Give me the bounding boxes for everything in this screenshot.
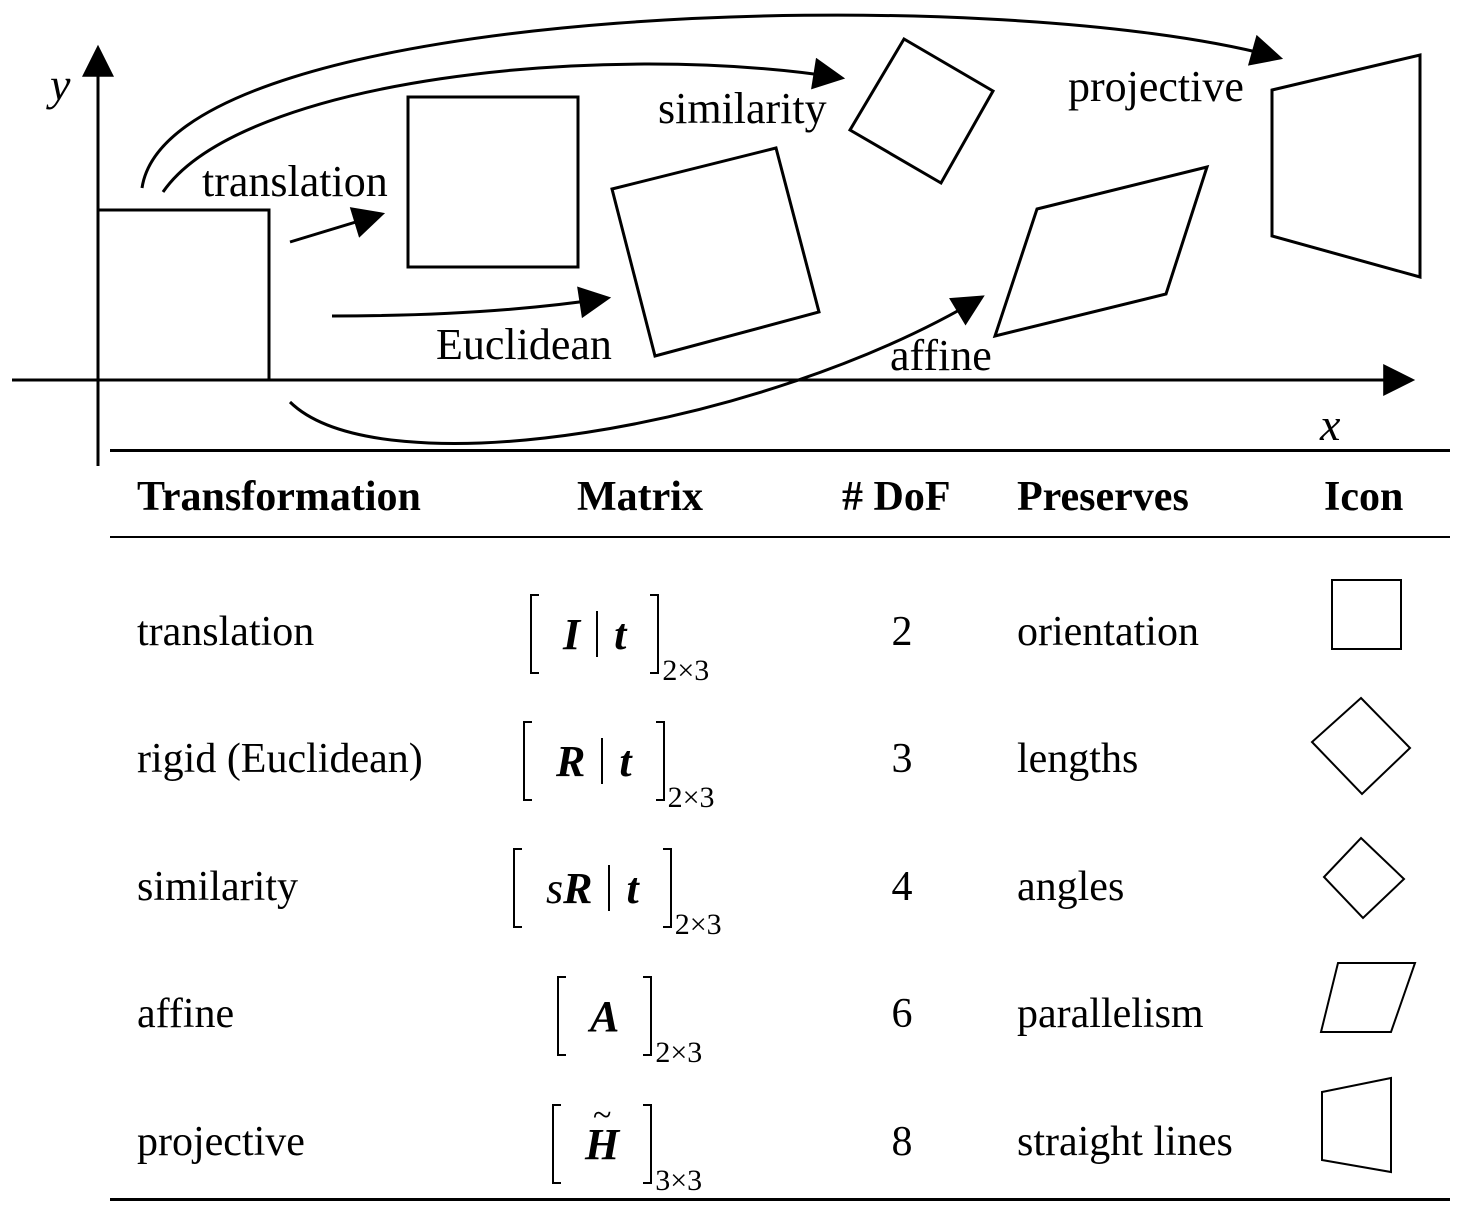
matrix-right-bracket: [643, 976, 653, 1056]
matrix-symbol: I: [563, 609, 581, 659]
trapezoid-icon: [1321, 1076, 1392, 1174]
scaled-rotated-square-icon: [1322, 836, 1406, 920]
matrix-left-bracket: [523, 721, 532, 801]
row-translation-dof: 2: [891, 609, 913, 655]
affine-arrow: [288, 295, 985, 445]
matrix-size: 2×3: [655, 1036, 703, 1069]
matrix-size: 2×3: [662, 654, 710, 687]
transformation-diagram: x y translation Euclidean similarity aff…: [12, 13, 1422, 466]
euclidean-label: Euclidean: [436, 320, 612, 369]
header-dof: # DoF: [842, 474, 951, 520]
rotated-square-icon: [1310, 696, 1412, 796]
euclidean-square: [610, 146, 821, 358]
matrix-divider: [596, 611, 599, 657]
matrix-translation-vector: t: [619, 736, 632, 786]
affine-parallelogram: [992, 164, 1210, 339]
matrix-right-bracket: [650, 594, 660, 674]
row-similarity-dof: 4: [891, 864, 913, 910]
matrix-size: 2×3: [667, 781, 715, 814]
row-translation-preserves: orientation: [1017, 609, 1199, 655]
row-rigid-preserves: lengths: [1017, 736, 1139, 782]
row-similarity-matrix: s R t 2×3: [513, 846, 722, 941]
matrix-divider: [608, 865, 611, 911]
euclidean-arrow: [331, 286, 612, 319]
projective-trapezoid: [1270, 53, 1422, 279]
matrix-right-bracket: [655, 721, 665, 801]
matrix-left-bracket: [530, 594, 539, 674]
matrix-size: 3×3: [655, 1164, 703, 1197]
translation-label: translation: [202, 157, 388, 206]
matrix-left-bracket: [557, 976, 566, 1056]
row-affine-preserves: parallelism: [1017, 991, 1204, 1037]
row-projective-name: projective: [137, 1119, 305, 1165]
square-icon: [1331, 579, 1402, 650]
matrix-divider: [601, 738, 604, 784]
translation-arrow: [289, 207, 386, 244]
row-affine-name: affine: [137, 991, 235, 1037]
matrix-symbol: R: [556, 736, 586, 786]
parallelogram-icon: [1319, 962, 1417, 1033]
table-header-rule: [110, 536, 1450, 538]
table-top-rule: [110, 449, 1450, 452]
matrix-symbol: R: [563, 863, 593, 913]
matrix-size: 2×3: [674, 908, 722, 941]
row-affine-dof: 6: [891, 991, 913, 1037]
similarity-label: similarity: [658, 84, 827, 133]
similarity-arrow: [161, 57, 846, 193]
matrix-left-bracket: [513, 848, 522, 928]
original-square: [96, 208, 271, 382]
row-rigid-name: rigid (Euclidean): [137, 736, 423, 782]
header-icon: Icon: [1324, 474, 1404, 520]
projective-arrow: [140, 13, 1284, 189]
x-axis-label: x: [1319, 399, 1341, 450]
matrix-translation-vector: t: [626, 863, 639, 913]
matrix-right-bracket: [643, 1104, 653, 1184]
y-axis-label: y: [46, 59, 71, 110]
matrix-right-bracket: [662, 848, 672, 928]
affine-label: affine: [890, 331, 992, 380]
row-rigid-dof: 3: [891, 736, 913, 782]
row-affine-matrix: A 2×3: [557, 974, 702, 1069]
header-transformation: Transformation: [137, 474, 421, 520]
row-projective-matrix: H 3×3: [552, 1097, 702, 1197]
row-projective-preserves: straight lines: [1017, 1119, 1233, 1165]
matrix-symbol: H: [585, 1097, 619, 1170]
header-matrix: Matrix: [577, 474, 703, 520]
table-bottom-rule: [110, 1198, 1450, 1201]
row-similarity-name: similarity: [137, 864, 298, 910]
similarity-square: [847, 36, 996, 186]
row-projective-dof: 8: [891, 1119, 913, 1165]
row-translation-name: translation: [137, 609, 315, 655]
matrix-left-bracket: [552, 1104, 561, 1184]
matrix-translation-vector: t: [614, 609, 627, 659]
row-similarity-preserves: angles: [1017, 864, 1125, 910]
projective-label: projective: [1068, 62, 1244, 111]
row-translation-matrix: I t 2×3: [530, 592, 709, 687]
matrix-scale-factor: s: [546, 863, 564, 913]
translated-square: [406, 95, 580, 269]
row-rigid-matrix: R t 2×3: [523, 719, 715, 814]
matrix-symbol: A: [590, 991, 620, 1041]
header-preserves: Preserves: [1017, 474, 1189, 520]
